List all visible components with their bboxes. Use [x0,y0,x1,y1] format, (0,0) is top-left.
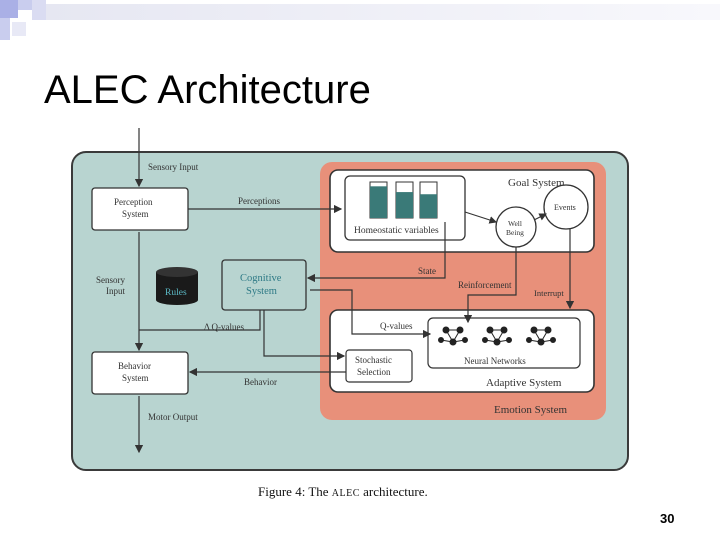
adaptive-system-label: Adaptive System [486,377,562,389]
homeostatic-bar-fill [396,192,413,218]
homeostatic-bar-fill [420,194,437,218]
wellbeing-to-events [533,213,547,221]
emotion-system-label: Emotion System [494,404,567,416]
sensory-input-side-2: Input [106,286,125,296]
well-being-label-2: Being [506,228,524,237]
corner-decoration [0,0,720,40]
events-circle [543,184,589,230]
goal-system-label: Goal System [508,177,565,189]
delta-q-arrow [139,310,261,331]
figure-caption: Figure 4: The ALEC architecture. [258,484,428,500]
cognitive-label-1: Cognitive [240,273,282,284]
cognitive-to-stochastic [263,310,346,361]
well-being-label-1: Well [508,219,522,228]
motor-output-label: Motor Output [148,412,198,422]
caption-suffix: architecture. [363,484,428,499]
behavior-label-1: Behavior [118,361,151,371]
perception-label-1: Perception [114,197,153,207]
homeostatic-bars [369,181,438,219]
reinforcement-arrow [463,247,517,324]
events-label: Events [554,203,576,212]
stochastic-label-1: Stochastic [355,355,392,365]
homeostatic-bar-fill [370,186,387,218]
caption-prefix: Figure 4: The [258,484,329,499]
cognitive-label-2: System [246,286,277,297]
rules-cylinder [156,267,198,305]
perception-label-2: System [122,209,149,219]
behavior-flow-label: Behavior [244,377,277,387]
cognitive-system-box [221,259,307,311]
rules-label: Rules [165,288,187,298]
sensory-input-top-label: Sensory Input [148,162,199,172]
page-number: 30 [660,511,675,526]
slide-title: ALEC Architecture [44,68,371,112]
caption-name: ALEC [331,488,360,499]
reinforcement-label: Reinforcement [458,280,512,290]
behavior-label-2: System [122,373,149,383]
sensory-input-side-1: Sensory [96,275,125,285]
state-label: State [418,266,436,276]
behavior-system-box [91,351,189,395]
neural-network-icons [438,326,556,346]
delta-q-label: Δ Q-values [204,322,245,332]
stochastic-label-2: Selection [357,367,391,377]
stochastic-selection-box [345,349,413,383]
homeo-to-wellbeing [464,211,498,224]
neural-networks-label: Neural Networks [464,356,526,366]
perceptions-label: Perceptions [238,196,280,206]
q-values-label: Q-values [380,321,413,331]
homeostatic-label: Homeostatic variables [354,226,439,236]
perception-to-adaptive [310,289,432,339]
state-arrow [306,222,446,283]
interrupt-label: Interrupt [534,288,564,298]
